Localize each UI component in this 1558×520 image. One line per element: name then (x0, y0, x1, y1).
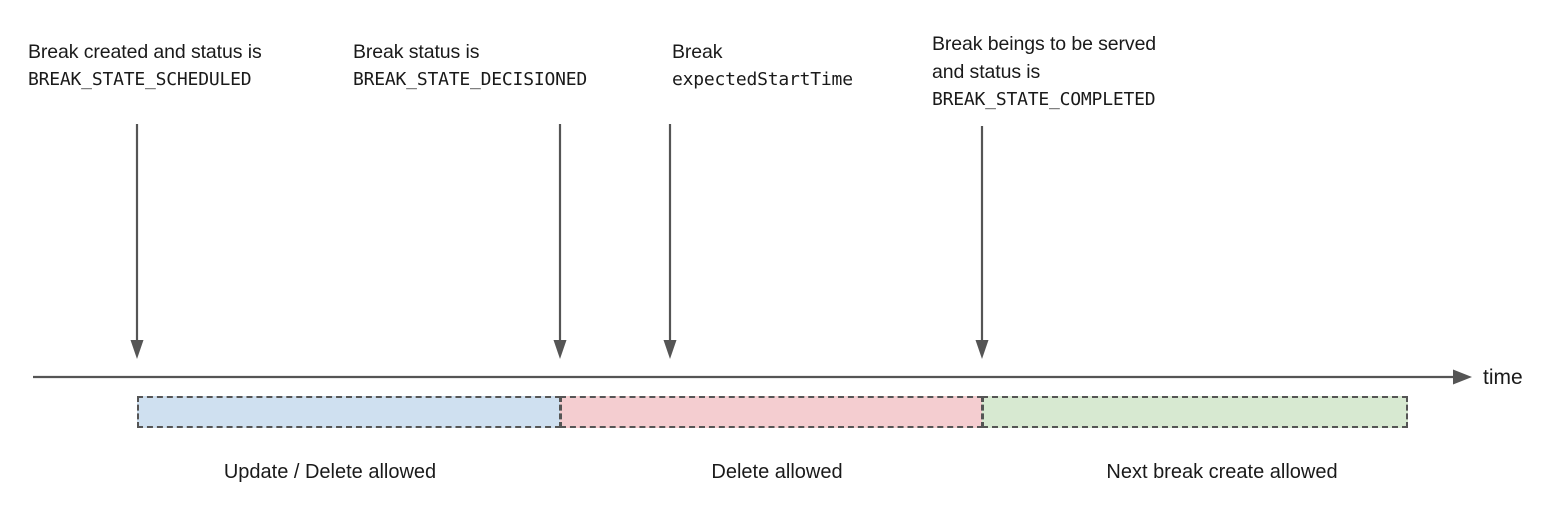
annotation-scheduled-line-1: Break created and status is (28, 41, 262, 63)
annotation-expected-start-time-line-1: Break (672, 41, 723, 63)
phase-bar-next-create (982, 396, 1408, 428)
annotation-expected-start-time: Break expectedStartTime (672, 38, 853, 94)
caption-delete: Delete allowed (711, 461, 843, 483)
phase-bar-delete (560, 396, 983, 428)
pointer-arrow-decisioned (553, 124, 567, 360)
annotation-completed-line-3: BREAK_STATE_COMPLETED (932, 89, 1156, 110)
phase-bar-update-delete (137, 396, 561, 428)
pointer-arrow-completed (975, 126, 989, 360)
annotation-expected-start-time-line-2: expectedStartTime (672, 69, 853, 90)
annotation-completed-line-2: and status is (932, 61, 1041, 83)
pointer-arrow-scheduled (130, 124, 144, 360)
pointer-arrow-expected-start-time (663, 124, 677, 360)
caption-update-delete: Update / Delete allowed (223, 461, 437, 483)
annotation-completed: Break beings to be served and status is … (932, 30, 1156, 114)
annotation-scheduled: Break created and status is BREAK_STATE_… (28, 38, 262, 94)
annotation-completed-line-1: Break beings to be served (932, 33, 1157, 55)
annotation-decisioned: Break status is BREAK_STATE_DECISIONED (353, 38, 587, 94)
caption-next-create: Next break create allowed (1106, 461, 1338, 483)
time-axis-label: time (1483, 366, 1523, 389)
annotation-scheduled-line-2: BREAK_STATE_SCHEDULED (28, 69, 252, 90)
annotation-decisioned-line-2: BREAK_STATE_DECISIONED (353, 69, 588, 90)
time-axis (33, 368, 1473, 386)
annotation-decisioned-line-1: Break status is (353, 41, 480, 63)
